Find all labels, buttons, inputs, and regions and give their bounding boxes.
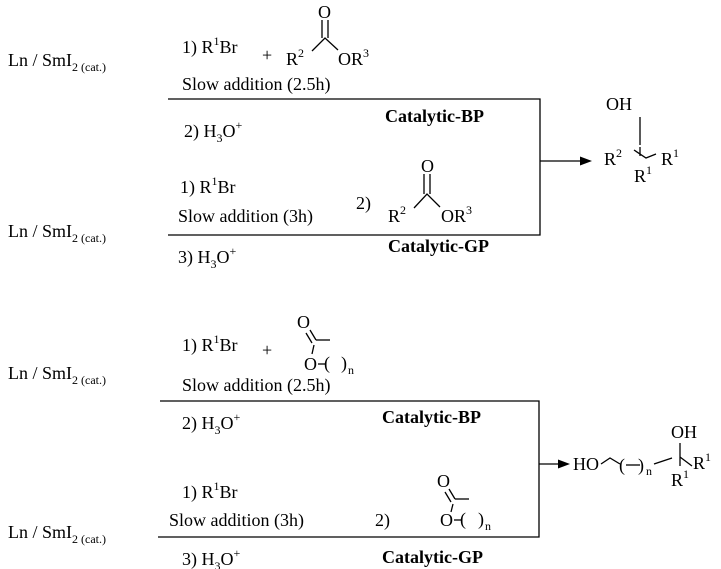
step-h3o: 3) H3O+ — [178, 244, 237, 271]
arrow-head — [558, 459, 570, 469]
group-r1: R1 — [634, 163, 652, 186]
step-rbr: 1) R1Br — [182, 479, 238, 503]
paren: ( — [324, 353, 330, 374]
atom-o-ring: O — [440, 510, 453, 530]
label-catalytic-bp: Catalytic-BP — [385, 106, 484, 126]
atom-o-ring: O — [304, 354, 317, 374]
paren: ) — [638, 455, 644, 476]
lactone-structure: O O ( ) n — [437, 471, 491, 533]
group-oh: OH — [671, 422, 697, 442]
subscript-n: n — [646, 464, 652, 478]
step-2-label: 2) — [375, 510, 390, 531]
group-r1: R1 — [671, 467, 689, 490]
scheme-lactone: Ln / SmI2 (cat.) 1) R1Br + O O ( ) n Slo… — [8, 312, 711, 569]
plus-sign: + — [262, 45, 272, 65]
step-rbr: 1) R1Br — [182, 332, 238, 356]
lactone-structure: O O ( ) n — [297, 312, 354, 377]
paren: ) — [478, 509, 484, 530]
group-r1: R1 — [661, 146, 679, 169]
slow-addition-25h: Slow addition (2.5h) — [182, 74, 331, 95]
ester-structure: O R2 OR3 — [388, 156, 472, 226]
product-diol: HO ( ) n OH R1 R1 — [573, 422, 711, 490]
reagent-label: Ln / SmI2 (cat.) — [8, 50, 106, 74]
group-r2: R2 — [604, 146, 622, 169]
plus-sign: + — [262, 340, 272, 360]
atom-o: O — [297, 312, 310, 332]
bp-route-line — [168, 98, 541, 206]
step-h3o: 2) H3O+ — [182, 410, 241, 437]
slow-addition-3h: Slow addition (3h) — [178, 206, 313, 227]
step-h3o: 2) H3O+ — [184, 118, 243, 145]
group-ho: HO — [573, 454, 599, 474]
subscript-n: n — [485, 519, 491, 533]
step-2-label: 2) — [356, 193, 371, 214]
atom-o: O — [318, 2, 331, 22]
paren: ( — [619, 455, 625, 476]
reagent-label: Ln / SmI2 (cat.) — [8, 363, 106, 387]
reagent-label: Ln / SmI2 (cat.) — [8, 221, 106, 245]
reagent-label: Ln / SmI2 (cat.) — [8, 522, 106, 546]
group-r2: R2 — [388, 203, 406, 226]
atom-o: O — [437, 471, 450, 491]
step-rbr: 1) R1Br — [180, 174, 236, 198]
group-or3: OR3 — [338, 46, 369, 69]
label-catalytic-bp: Catalytic-BP — [382, 407, 481, 427]
product-tertiary-alcohol: OH R2 R1 R1 — [604, 94, 679, 186]
scheme-ester: Ln / SmI2 (cat.) 1) R1Br + O R2 OR3 Slow… — [8, 2, 679, 271]
bp-route-line — [160, 400, 540, 493]
step-h3o: 3) H3O+ — [182, 546, 241, 569]
slow-addition-25h: Slow addition (2.5h) — [182, 375, 331, 396]
paren: ( — [460, 509, 466, 530]
step-rbr: 1) R1Br — [182, 34, 238, 58]
atom-o: O — [421, 156, 434, 176]
group-or3: OR3 — [441, 203, 472, 226]
group-oh: OH — [606, 94, 632, 114]
ester-structure: O R2 OR3 — [286, 2, 369, 69]
label-catalytic-gp: Catalytic-GP — [388, 236, 489, 256]
gp-route-line — [158, 493, 540, 538]
arrow-head — [580, 156, 592, 166]
gp-route-line — [168, 206, 541, 236]
group-r1: R1 — [693, 450, 711, 473]
subscript-n: n — [348, 363, 354, 377]
paren: ) — [341, 353, 347, 374]
label-catalytic-gp: Catalytic-GP — [382, 547, 483, 567]
group-r2: R2 — [286, 46, 304, 69]
slow-addition-3h: Slow addition (3h) — [169, 510, 304, 531]
